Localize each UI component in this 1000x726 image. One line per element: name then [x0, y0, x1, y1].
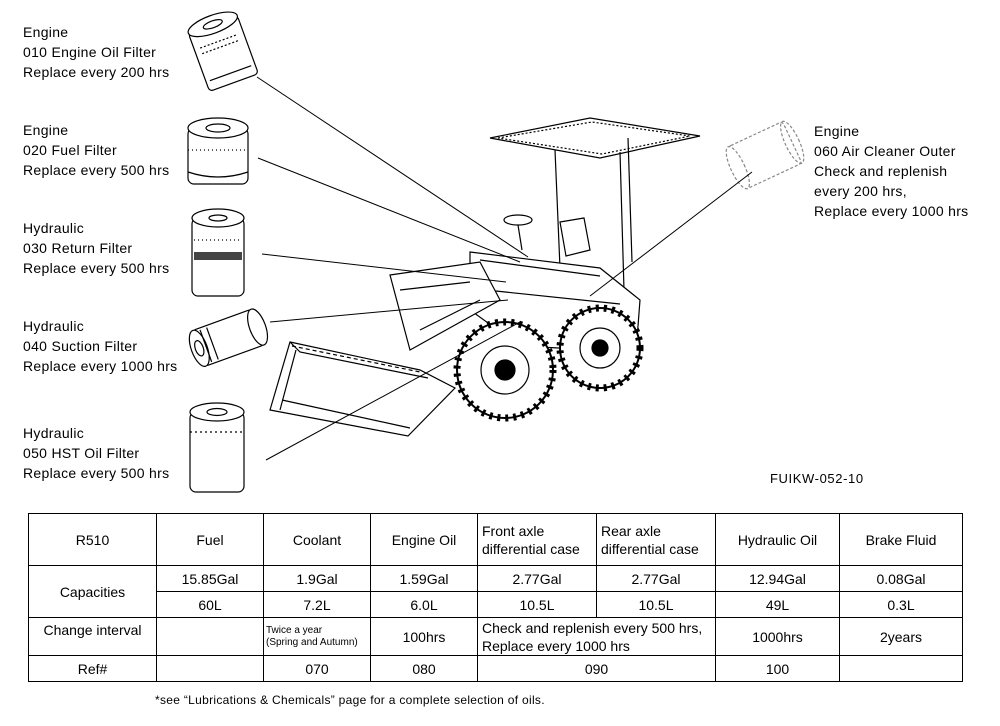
- callout-part: 020 Fuel Filter: [23, 142, 117, 158]
- callout-interval: Replace every 500 hrs: [23, 465, 170, 481]
- table-row-ref: Ref# 070 080 090 100: [28, 655, 963, 682]
- callout-interval: Replace every 500 hrs: [23, 162, 170, 178]
- callout-part: 010 Engine Oil Filter: [23, 44, 157, 60]
- axles-change-line: Replace every 1000 hrs: [482, 637, 630, 654]
- wheel-loader-image: [269, 117, 701, 437]
- header-front-axle: Front axle differential case: [477, 513, 597, 566]
- callout-interval: Replace every 1000 hrs: [814, 203, 969, 219]
- cell-coolant-l: 7.2L: [263, 591, 371, 618]
- return-filter-image: [191, 208, 245, 297]
- callout-part: 060 Air Cleaner Outer: [814, 143, 956, 159]
- model-cell: R510: [28, 513, 157, 566]
- callout-interval: Replace every 500 hrs: [23, 260, 170, 276]
- header-hydraulic-oil: Hydraulic Oil: [715, 513, 840, 566]
- cell-brake-fluid-change: 2years: [839, 617, 963, 656]
- table-row-liters: 60L 7.2L 6.0L 10.5L 10.5L 49L 0.3L: [29, 591, 963, 618]
- callout-category: Engine: [23, 24, 69, 40]
- callout-interval: Replace every 200 hrs: [23, 64, 170, 80]
- cell-axles-ref: 090: [477, 655, 716, 682]
- hst-oil-filter-image: [189, 402, 245, 493]
- header-line: Front axle: [482, 522, 545, 539]
- cell-engine-oil-change: 100hrs: [370, 617, 478, 656]
- suction-filter-image: [188, 308, 269, 367]
- capacities-label: Capacities: [28, 565, 157, 618]
- cell-hydraulic-oil-l: 49L: [715, 591, 840, 618]
- cell-hydraulic-oil-gal: 12.94Gal: [715, 565, 840, 592]
- table-header-row: R510 Fuel Coolant Engine Oil Front axle …: [28, 513, 963, 566]
- cell-brake-fluid-gal: 0.08Gal: [839, 565, 963, 592]
- cell-rear-axle-l: 10.5L: [596, 591, 716, 618]
- cell-engine-oil-gal: 1.59Gal: [370, 565, 478, 592]
- cell-brake-fluid-l: 0.3L: [839, 591, 963, 618]
- callout-air-cleaner: Engine 060 Air Cleaner Outer Check and r…: [814, 121, 968, 221]
- coolant-change-line: Twice a year: [266, 624, 323, 636]
- coolant-change-line: (Spring and Autumn): [266, 636, 358, 648]
- callout-fuel-filter: Engine 020 Fuel Filter Replace every 500…: [23, 120, 169, 180]
- header-brake-fluid: Brake Fluid: [839, 513, 963, 566]
- maintenance-diagram: [187, 11, 805, 493]
- cell-hydraulic-oil-change: 1000hrs: [715, 617, 840, 656]
- header-coolant: Coolant: [263, 513, 371, 566]
- callout-part: 040 Suction Filter: [23, 338, 138, 354]
- header-line: Rear axle: [601, 522, 661, 539]
- cell-axles-change: Check and replenish every 500 hrs, Repla…: [477, 617, 716, 656]
- callout-part: 050 HST Oil Filter: [23, 445, 140, 461]
- capacities-table: R510 Fuel Coolant Engine Oil Front axle …: [28, 513, 963, 682]
- cell-hydraulic-oil-ref: 100: [715, 655, 840, 682]
- cell-fuel-gal: 15.85Gal: [156, 565, 264, 592]
- callout-category: Hydraulic: [23, 220, 85, 236]
- callout-category: Engine: [814, 123, 860, 139]
- callout-category: Hydraulic: [23, 318, 85, 334]
- callout-part: 030 Return Filter: [23, 240, 133, 256]
- callout-category: Engine: [23, 122, 69, 138]
- axles-change-line: Check and replenish every 500 hrs,: [482, 619, 703, 636]
- callout-hst-oil-filter: Hydraulic 050 HST Oil Filter Replace eve…: [23, 423, 169, 483]
- table-row-change-interval: Change interval Twice a year (Spring and…: [28, 617, 963, 656]
- header-fuel: Fuel: [156, 513, 264, 566]
- air-cleaner-image: [725, 120, 805, 190]
- engine-oil-filter-image: [187, 11, 258, 91]
- table-row-gal: Capacities 15.85Gal 1.9Gal 1.59Gal 2.77G…: [28, 565, 963, 618]
- callout-interval: every 200 hrs,: [814, 183, 907, 199]
- cell-front-axle-l: 10.5L: [477, 591, 597, 618]
- cell-rear-axle-gal: 2.77Gal: [596, 565, 716, 592]
- header-line: differential case: [601, 540, 699, 557]
- cell-engine-oil-l: 6.0L: [370, 591, 478, 618]
- header-engine-oil: Engine Oil: [370, 513, 478, 566]
- figure-code: FUIKW-052-10: [770, 471, 864, 486]
- callout-interval: Check and replenish: [814, 163, 948, 179]
- cell-coolant-gal: 1.9Gal: [263, 565, 371, 592]
- cell-fuel-ref: [156, 655, 264, 682]
- cell-coolant-change: Twice a year (Spring and Autumn): [263, 617, 371, 656]
- callout-engine-oil-filter: Engine 010 Engine Oil Filter Replace eve…: [23, 22, 169, 82]
- cell-fuel-change: [156, 617, 264, 656]
- cell-coolant-ref: 070: [263, 655, 371, 682]
- header-line: differential case: [482, 540, 580, 557]
- cell-fuel-l: 60L: [156, 591, 264, 618]
- callout-suction-filter: Hydraulic 040 Suction Filter Replace eve…: [23, 316, 177, 376]
- cell-engine-oil-ref: 080: [370, 655, 478, 682]
- callout-category: Hydraulic: [23, 425, 85, 441]
- callout-return-filter: Hydraulic 030 Return Filter Replace ever…: [23, 218, 169, 278]
- ref-label: Ref#: [28, 655, 157, 682]
- fuel-filter-image: [187, 117, 249, 185]
- change-interval-label: Change interval: [28, 617, 157, 656]
- leader-lines: [256, 76, 753, 461]
- cell-brake-fluid-ref: [839, 655, 963, 682]
- header-rear-axle: Rear axle differential case: [596, 513, 716, 566]
- callout-interval: Replace every 1000 hrs: [23, 358, 178, 374]
- footnote: *see “Lubrications & Chemicals” page for…: [155, 693, 545, 707]
- cell-front-axle-gal: 2.77Gal: [477, 565, 597, 592]
